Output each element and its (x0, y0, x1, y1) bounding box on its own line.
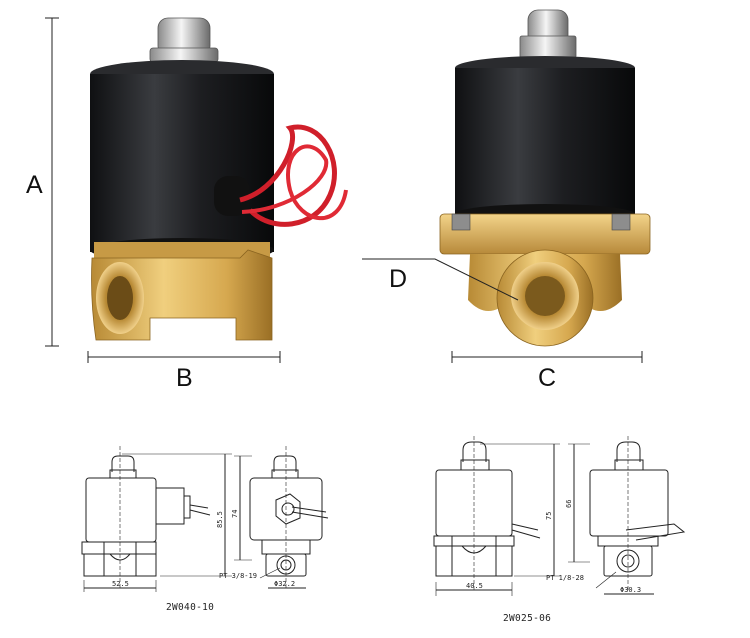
dimension-line-c (451, 351, 643, 363)
valve-side-view-image (90, 17, 348, 341)
drawing-1-height-total: 85.5 (216, 511, 224, 528)
drawing-2-thread: PT 1/8-28 (546, 574, 584, 582)
drawing-2-width: 40.5 (466, 582, 483, 590)
drawing-2-height-total: 75 (545, 512, 553, 520)
leader-line-d (362, 258, 519, 301)
drawing-2-model-label: 2W025-06 (503, 613, 552, 624)
dimension-line-b (87, 351, 281, 363)
technical-drawing-2w040-10 (81, 446, 329, 592)
drawing-2-diameter: Φ30.3 (620, 586, 641, 594)
valve-front-view-image (439, 9, 651, 347)
drawing-2-height-body: 66 (565, 500, 573, 508)
label-d: D (389, 265, 408, 293)
drawing-1-diameter: Φ32.2 (274, 580, 295, 588)
drawing-1-model-label: 2W040-10 (166, 602, 215, 613)
drawing-2-dimension-texts: 75 66 40.5 PT 1/8-28 Φ30.3 (466, 500, 641, 594)
drawing-1-height-body: 74 (231, 510, 239, 518)
drawing-1-thread: PT 3/8-19 (219, 572, 257, 580)
drawing-1-width: 52.5 (112, 580, 129, 588)
technical-drawing-2w025-06 (433, 436, 686, 596)
drawing-1-dimension-texts: 85.5 74 52.5 PT 3/8-19 Φ32.2 (112, 510, 295, 588)
label-c: C (538, 364, 557, 392)
label-b: B (176, 364, 193, 392)
label-a: A (26, 171, 43, 199)
dimension-line-a (45, 17, 59, 347)
